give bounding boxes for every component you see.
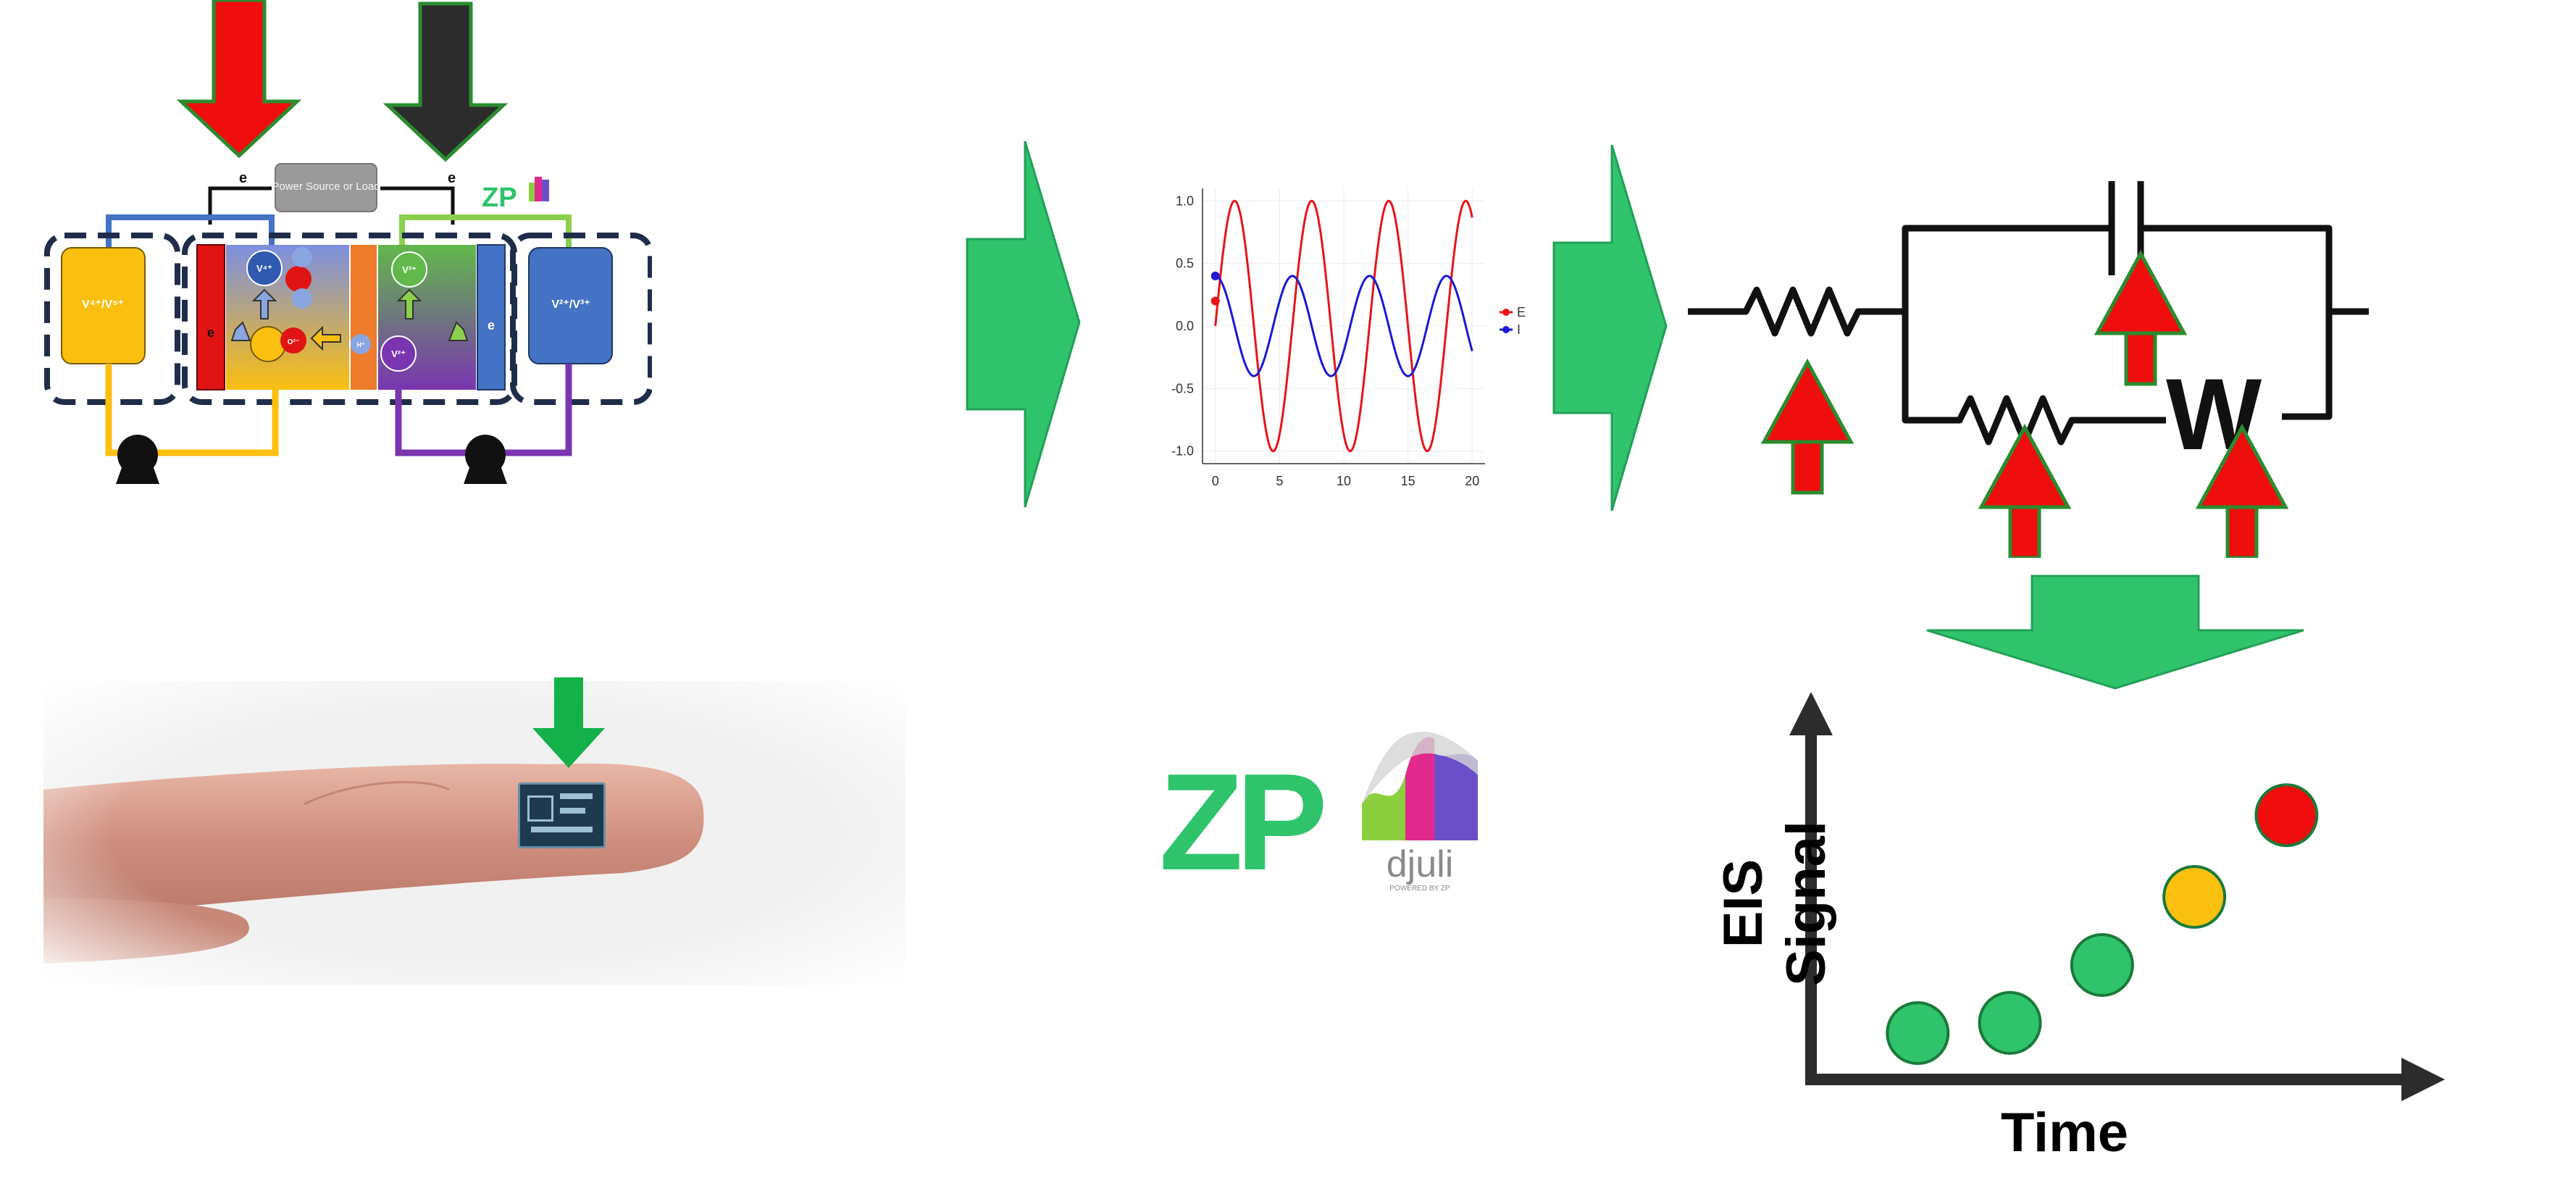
eis-x-axis-label: Time [2000, 1102, 2128, 1164]
eis-data-point [2254, 783, 2319, 848]
positive-half-cell [226, 245, 349, 390]
chart-y-tick-label: -1.0 [1171, 444, 1194, 459]
flow-battery-diagram: e e Power Source or Load ZP V⁴⁺/V⁵⁺ V²⁺/… [44, 0, 652, 484]
ion-flow-arrows [230, 288, 469, 351]
left-tank-group [44, 233, 180, 405]
power-source-label: Power Source or Load [272, 180, 380, 193]
left-pump-icon [116, 435, 159, 484]
svg-text:O²⁻: O²⁻ [288, 338, 299, 346]
finger-with-sensor-photo [43, 677, 906, 985]
impedance-sine-chart: 0 5 10 15 20 1.0 0.5 0.0 -0.5 -1.0 EI [1171, 188, 1526, 488]
eis-points-group [1886, 783, 2319, 1065]
right-electrode-label: e [488, 318, 495, 333]
chart-x-tick-label: 5 [1276, 474, 1283, 488]
svg-text:V⁴⁺: V⁴⁺ [256, 263, 272, 274]
eis-signal-plot [1789, 692, 2445, 1101]
left-electrolyte-tank: V⁴⁺/V⁵⁺ [61, 247, 146, 364]
eis-data-point [2162, 865, 2227, 929]
chart-marker-E [1210, 296, 1220, 306]
right-electrolyte-tank: V²⁺/V³⁺ [528, 247, 613, 364]
circuit-red-arrows [1760, 249, 2289, 558]
chart-x-tick-label: 20 [1465, 474, 1479, 488]
djuli-logo-tagline: POWERED BY ZP [1389, 885, 1450, 893]
svg-text:V²⁺: V²⁺ [391, 348, 406, 359]
right-tank-group [510, 233, 652, 405]
red-input-arrow [176, 0, 302, 159]
right-pump-icon [464, 435, 507, 484]
chart-legend-label-I: I [1517, 322, 1521, 337]
eis-data-point [1886, 1001, 1950, 1065]
parallel-resistor [1902, 312, 2166, 446]
djuli-mark-icon [1362, 732, 1478, 840]
mini-zp-logo: ZP [482, 183, 517, 213]
process-arrow-down [1926, 575, 2304, 690]
eis-data-point [1978, 990, 2042, 1055]
power-source-box: Power Source or Load [272, 163, 380, 212]
right-electrode [477, 244, 506, 390]
eis-y-axis-arrowhead [1789, 692, 1833, 735]
process-arrow-2 [1552, 144, 1668, 511]
eis-y-axis-label: EIS Signal [1713, 820, 1837, 987]
ion-h-plus: H⁺ [351, 334, 371, 354]
chart-x-tick-label: 10 [1337, 474, 1351, 488]
ion-oxygen [285, 247, 312, 309]
svg-text:H⁺: H⁺ [356, 341, 364, 348]
membrane [351, 245, 377, 390]
right-tank-label: V²⁺/V³⁺ [551, 298, 590, 311]
sensor-chip [518, 782, 606, 848]
left-electrode [196, 244, 225, 390]
chart-y-tick-label: 0.5 [1176, 256, 1194, 271]
process-arrow-1 [966, 141, 1081, 508]
electron-label-right: e [448, 170, 456, 186]
series-resistor [1688, 286, 1905, 337]
dark-input-arrow [382, 1, 509, 162]
chart-legend-label-E: E [1517, 305, 1526, 319]
svg-text:V³⁺: V³⁺ [402, 264, 417, 275]
chart-marker-I [1210, 271, 1220, 280]
djuli-logo-name: djuli [1386, 843, 1454, 885]
chart-x-tick-label: 0 [1212, 474, 1219, 488]
eis-data-point [2070, 933, 2134, 997]
chart-series-line-I [1215, 275, 1473, 377]
ion-v3: V³⁺ [391, 251, 427, 288]
ion-v2: V²⁺ [380, 335, 417, 372]
mini-djuli-logo [529, 177, 549, 201]
chart-y-tick-label: 1.0 [1176, 193, 1194, 208]
djuli-logo: djuli POWERED BY ZP [1355, 732, 1485, 898]
ion-v4: V⁴⁺ [246, 250, 283, 286]
electron-label-left: e [239, 170, 247, 186]
chart-y-tick-label: -0.5 [1171, 381, 1194, 396]
eis-x-axis-arrowhead [2401, 1058, 2445, 1101]
zp-logo-text: ZP [1159, 745, 1328, 899]
ion-v5: O²⁻ [250, 326, 306, 362]
chart-y-tick-label: 0.0 [1176, 319, 1194, 333]
equivalent-circuit: W [1688, 181, 2369, 558]
zp-logo: ZP [1159, 745, 1328, 899]
eis-y-axis [1805, 710, 2420, 1085]
green-down-arrow-to-chip [532, 677, 605, 768]
chart-series-line-E [1214, 199, 1473, 453]
circuit-top-wire [1902, 225, 2112, 312]
chart-x-tick-label: 15 [1401, 474, 1415, 488]
chart-legend-marker-I [1502, 326, 1510, 333]
chart-legend-marker-E [1502, 309, 1510, 316]
left-tank-label: V⁴⁺/V⁵⁺ [82, 298, 124, 311]
left-electrode-label: e [207, 325, 214, 340]
